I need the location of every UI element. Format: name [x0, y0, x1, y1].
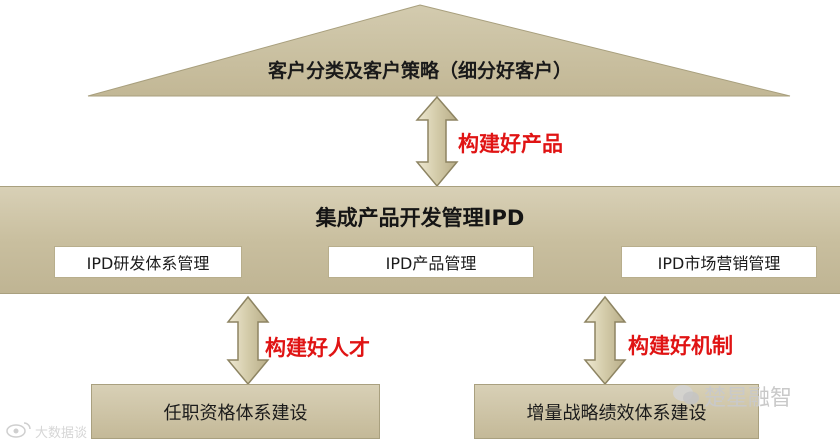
weibo-icon	[6, 420, 32, 442]
right-pillar-label: 增量战略绩效体系建设	[526, 402, 707, 424]
ipd-marketing-box: IPD市场营销管理	[621, 246, 817, 278]
beam-title: 集成产品开发管理IPD	[315, 206, 525, 230]
top-double-arrow	[415, 95, 459, 188]
left-pillar-label: 任职资格体系建设	[163, 402, 308, 424]
left-pillar: 任职资格体系建设	[91, 384, 380, 439]
top-arrow-label: 构建好产品	[458, 132, 563, 156]
roof-triangle	[87, 4, 791, 97]
left-arrow-label: 构建好人才	[265, 336, 370, 360]
right-double-arrow	[583, 295, 627, 386]
ipd-rd-label: IPD研发体系管理	[86, 254, 210, 273]
wechat-icon	[672, 383, 700, 411]
ipd-rd-box: IPD研发体系管理	[54, 246, 242, 278]
right-arrow-label: 构建好机制	[628, 334, 733, 358]
brand-watermark: 楚星融智	[704, 386, 793, 411]
ipd-product-label: IPD产品管理	[385, 254, 477, 273]
right-pillar: 增量战略绩效体系建设	[474, 384, 759, 439]
left-double-arrow	[226, 295, 270, 386]
roof-title: 客户分类及客户策略（细分好客户）	[267, 60, 572, 82]
site-watermark: 大数据谈	[35, 426, 88, 441]
ipd-product-box: IPD产品管理	[328, 246, 534, 278]
ipd-marketing-label: IPD市场营销管理	[657, 254, 781, 273]
